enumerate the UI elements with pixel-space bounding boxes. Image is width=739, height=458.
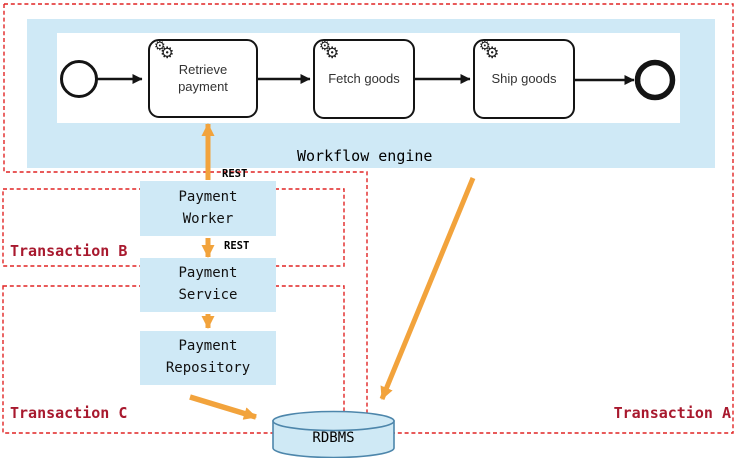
gear-icon: ⚙⚙ [319, 38, 340, 62]
start-event-circle [60, 60, 98, 98]
task-ship-goods: ⚙⚙ Ship goods [473, 38, 575, 119]
workflow-engine-label: Workflow engine [297, 147, 433, 165]
gear-icon: ⚙⚙ [154, 38, 175, 62]
task-fetch-goods: ⚙⚙ Fetch goods [313, 38, 415, 119]
payment-worker-box: Payment Worker [140, 181, 276, 236]
transaction-c-label: Transaction C [10, 404, 128, 422]
rest-label-top: REST [222, 168, 248, 180]
component-label: Payment Repository [165, 338, 251, 376]
engine-to-rdbms-arrow [379, 177, 476, 400]
component-label: Payment Worker [178, 188, 238, 227]
component-label: Payment Service [178, 265, 238, 303]
transaction-a-label: Transaction A [613, 404, 731, 422]
end-event-circle [634, 59, 676, 101]
rdbms-label: RDBMS [312, 430, 355, 446]
gear-icon: ⚙⚙ [479, 38, 500, 62]
task-label: Retrieve payment [178, 62, 228, 94]
payment-repository-box: Payment Repository [140, 331, 276, 385]
repository-to-rdbms-arrow [189, 394, 257, 420]
task-label: Ship goods [491, 70, 557, 86]
task-label: Fetch goods [328, 70, 400, 86]
task-retrieve-payment: ⚙⚙ Retrieve payment [148, 38, 258, 118]
database-cylinder-icon [272, 410, 395, 458]
payment-service-box: Payment Service [140, 258, 276, 312]
rest-label-middle: REST [224, 240, 250, 252]
transaction-b-label: Transaction B [10, 242, 128, 260]
